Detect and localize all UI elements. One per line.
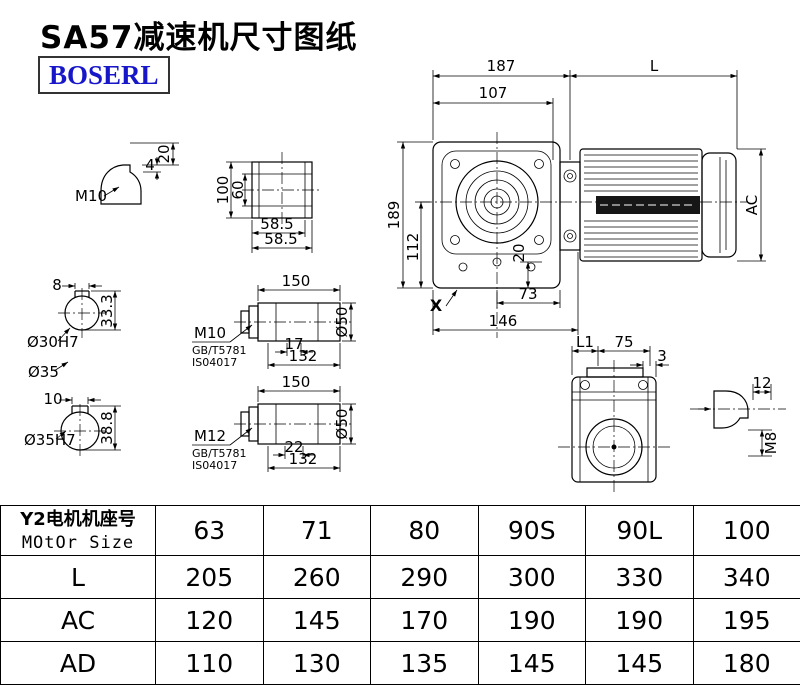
table-cell: 130: [263, 642, 371, 685]
dim-L1: L1: [576, 333, 594, 351]
dim-73: 73: [518, 285, 537, 303]
table-cell: 90S: [478, 506, 586, 556]
dim-20-front: 20: [510, 243, 528, 262]
dim-132-shaft2: 132: [289, 450, 318, 468]
bore-section-30: 8 Ø30H7 33.3: [27, 276, 121, 351]
dim-60: 60: [229, 180, 247, 199]
table-cell: 110: [156, 642, 264, 685]
row-label-cell: L: [1, 556, 156, 599]
bore-section-35: Ø35 10 Ø35H7 38.8: [24, 362, 121, 456]
dim-d50-shaft1: Ø50: [333, 307, 351, 338]
dim-L: L: [650, 57, 659, 75]
motor-size-label-en: MOtOr Size: [1, 532, 155, 554]
brand-logo: BOSERL: [38, 56, 170, 94]
view-marker-x: X: [430, 296, 443, 315]
dim-107: 107: [479, 84, 508, 102]
dimension-table: Y2电机机座号 MOtOr Size 63 71 80 90S 90L 100 …: [0, 505, 800, 685]
table-cell: 71: [263, 506, 371, 556]
table-cell: 205: [156, 556, 264, 599]
dim-132-shaft1: 132: [289, 347, 318, 365]
dim-20-end: 20: [155, 144, 173, 163]
table-cell: 90L: [586, 506, 694, 556]
motor-size-header-cell: Y2电机机座号 MOtOr Size: [1, 506, 156, 556]
dim-d50-shaft2: Ø50: [333, 409, 351, 440]
thread-label-m10-end: M10: [75, 187, 107, 205]
table-cell: 135: [371, 642, 479, 685]
bore-label-30h7: Ø30H7: [27, 333, 79, 351]
dim-187: 187: [487, 57, 516, 75]
bore-label-35h7: Ø35H7: [24, 431, 76, 449]
table-cell: 340: [693, 556, 800, 599]
table-cell: 180: [693, 642, 800, 685]
table-cell: 290: [371, 556, 479, 599]
adapter-flange: [560, 162, 580, 250]
table-cell: 120: [156, 599, 264, 642]
table-cell: 145: [478, 642, 586, 685]
dim-8: 8: [52, 276, 62, 294]
table-cell: 190: [478, 599, 586, 642]
dim-189: 189: [385, 201, 403, 230]
table-cell: 300: [478, 556, 586, 599]
row-label-cell: AD: [1, 642, 156, 685]
table-cell: 145: [586, 642, 694, 685]
table-row-AD: AD 110 130 135 145 145 180: [1, 642, 800, 685]
fan-cover: [702, 153, 736, 257]
table-cell: 80: [371, 506, 479, 556]
dim-112: 112: [404, 233, 422, 262]
dim-58-5-lower: 58.5: [264, 230, 297, 248]
thread-label-m12-shaft: M12: [194, 427, 226, 445]
shaft-side-view-1: 150 Ø50 17 132 M10 GB/T5781 IS04017: [192, 272, 356, 369]
dim-75: 75: [614, 333, 633, 351]
motor-size-label-cn: Y2电机机座号: [1, 508, 155, 532]
table-cell: 100: [693, 506, 800, 556]
table-row-L: L 205 260 290 300 330 340: [1, 556, 800, 599]
dim-10: 10: [43, 390, 62, 408]
dim-150-shaft2: 150: [282, 373, 311, 391]
table-cell: 260: [263, 556, 371, 599]
label-d35: Ø35: [28, 363, 59, 381]
table-cell: 330: [586, 556, 694, 599]
dim-146: 146: [489, 312, 518, 330]
table-cell: 195: [693, 599, 800, 642]
dim-33-3: 33.3: [98, 294, 116, 327]
table-row-AC: AC 120 145 170 190 190 195: [1, 599, 800, 642]
table-cell: 63: [156, 506, 264, 556]
standard-iso-shaft2: IS04017: [192, 459, 237, 472]
dim-12: 12: [752, 374, 771, 392]
key-end-shape: [714, 391, 748, 428]
standard-iso-shaft1: IS04017: [192, 356, 237, 369]
shaft-end-view: M10 4 20: [75, 143, 179, 205]
table-cell: 145: [263, 599, 371, 642]
dim-AC: AC: [743, 195, 761, 215]
flange-view: 100 60 58.5 58.5: [214, 152, 322, 253]
shaft-side-view-2: 150 Ø50 22 132 M12 GB/T5781 IS04017: [192, 373, 356, 472]
row-label-cell: AC: [1, 599, 156, 642]
dim-150-shaft1: 150: [282, 272, 311, 290]
table-cell: 170: [371, 599, 479, 642]
thread-label-m8: M8: [762, 432, 780, 455]
side-view: L1 75 3 12 M8: [558, 333, 786, 492]
page-title: SA57减速机尺寸图纸: [40, 12, 357, 57]
thread-label-m10-shaft: M10: [194, 324, 226, 342]
table-row-motor-size: Y2电机机座号 MOtOr Size 63 71 80 90S 90L 100: [1, 506, 800, 556]
front-view: 187 L 107 189 112 20 73 146 AC X: [385, 57, 766, 338]
dim-4: 4: [145, 156, 155, 174]
table-cell: 190: [586, 599, 694, 642]
dim-3: 3: [657, 347, 667, 365]
dim-38-8: 38.8: [98, 411, 116, 444]
